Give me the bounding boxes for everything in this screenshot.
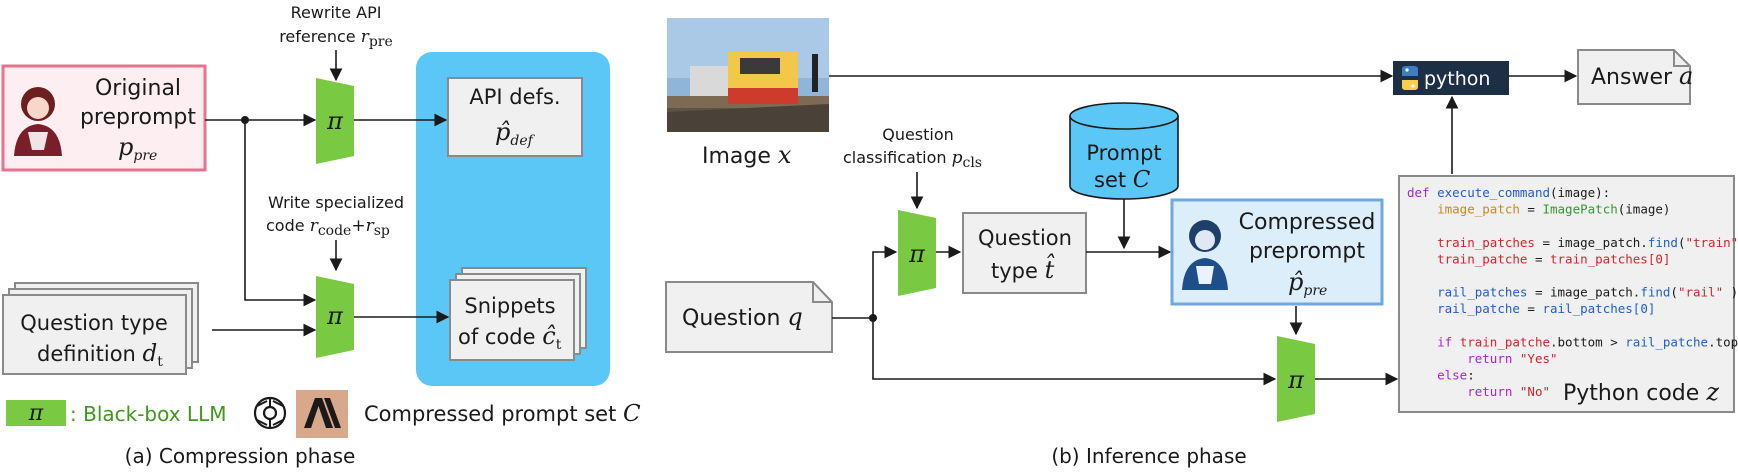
- llm-pi-block-bottom: [316, 276, 354, 358]
- legend-pi-swatch: [6, 400, 66, 426]
- prompt-set-line2: set C: [1094, 167, 1151, 193]
- llm-pi-block-top: [316, 78, 354, 164]
- snippets-line1: Snippets: [464, 294, 555, 318]
- question-def-box: [2, 294, 187, 375]
- python-badge-label: python: [1424, 68, 1490, 90]
- code-line: if train_patche.bottom > rail_patche.top…: [1407, 334, 1738, 349]
- code-line: rail_patche = rail_patches[0]: [1407, 301, 1655, 316]
- rewrite-api-label-line2: reference rpre: [279, 27, 393, 50]
- arrow-question-to-pi-bottom: [872, 318, 1277, 386]
- answer-fold: [1673, 50, 1690, 67]
- arrow-junction-to-pi-bottom: [244, 120, 317, 307]
- rewrite-api-label-line1: Rewrite API: [291, 3, 382, 22]
- code-line: train_patche = train_patches[0]: [1407, 251, 1670, 266]
- question-class-line2: classification pcls: [843, 148, 982, 171]
- snippets-box: [449, 279, 575, 361]
- api-defs-box: [447, 77, 583, 157]
- compressed-line1: Compressed: [1239, 210, 1376, 235]
- python-code-lines: def execute_command(image): image_patch …: [1407, 185, 1738, 399]
- anthropic-logo-mark: [304, 398, 341, 428]
- prompt-set-line1: Prompt: [1086, 141, 1161, 165]
- caption-inference: (b) Inference phase: [1051, 444, 1246, 468]
- compressed-symbol: p̂pre: [1288, 268, 1327, 299]
- code-line: rail_patches = image_patch.find("rail" ): [1407, 285, 1738, 300]
- code-line: def execute_command(image):: [1407, 185, 1610, 200]
- answer-label: Answer a: [1591, 62, 1693, 90]
- train-image: [667, 18, 829, 132]
- answer-box: [1577, 49, 1691, 105]
- arrow-question-to-pi: [872, 245, 898, 318]
- api-defs-symbol: p̂def: [495, 118, 536, 149]
- write-specialized-line2: code rcode+rsp: [266, 216, 390, 239]
- legend-pi-symbol: π: [28, 401, 44, 426]
- prompt-set-cylinder: [1069, 102, 1179, 200]
- llm-pi-label-inference-top: π: [908, 240, 926, 268]
- python-code-label: Python code z: [1563, 378, 1719, 406]
- openai-logo-icon: [253, 396, 287, 430]
- legend-prompt-set: Compressed prompt set C: [364, 401, 641, 427]
- question-label: Question q: [682, 303, 803, 331]
- api-defs-label: API defs.: [469, 85, 560, 109]
- llm-pi-label-top: π: [326, 107, 344, 135]
- legend-llm-text: : Black-box LLM: [70, 402, 226, 426]
- caption-compression: (a) Compression phase: [125, 444, 356, 468]
- question-fold: [812, 282, 832, 303]
- compressed-line2: preprompt: [1249, 239, 1365, 264]
- python-logo-icon: [1402, 66, 1418, 90]
- code-line: return "No": [1407, 384, 1550, 399]
- snippets-line2: of code ĉt: [458, 322, 562, 353]
- llm-pi-label-bottom: π: [326, 302, 344, 330]
- llm-pi-block-inference-bottom: [1277, 336, 1315, 422]
- write-specialized-line1: Write specialized: [268, 193, 404, 212]
- code-line: image_patch = ImagePatch(image): [1407, 202, 1670, 217]
- question-type-line1: Question: [978, 226, 1072, 250]
- question-type-line2: type t̂: [991, 253, 1055, 284]
- image-label: Image x: [702, 141, 792, 169]
- original-preprompt-line1: Original: [95, 76, 181, 101]
- code-line: return "Yes": [1407, 351, 1558, 366]
- question-class-line1: Question: [882, 125, 954, 144]
- person-icon-compressed: [1182, 220, 1228, 290]
- code-line: train_patches = image_patch.find("train"…: [1407, 235, 1738, 250]
- original-preprompt-symbol: ppre: [118, 133, 157, 164]
- code-line: else:: [1407, 368, 1475, 383]
- python-code-box: [1398, 175, 1735, 413]
- person-icon: [14, 87, 62, 156]
- question-def-line2: definition dt: [37, 341, 163, 370]
- question-def-line1: Question type: [20, 311, 168, 335]
- question-box: [665, 281, 833, 353]
- llm-pi-label-inference-bottom: π: [1287, 366, 1305, 394]
- original-preprompt-line2: preprompt: [80, 105, 196, 130]
- llm-pi-block-inference-top: [898, 210, 936, 296]
- question-type-box: [962, 212, 1087, 294]
